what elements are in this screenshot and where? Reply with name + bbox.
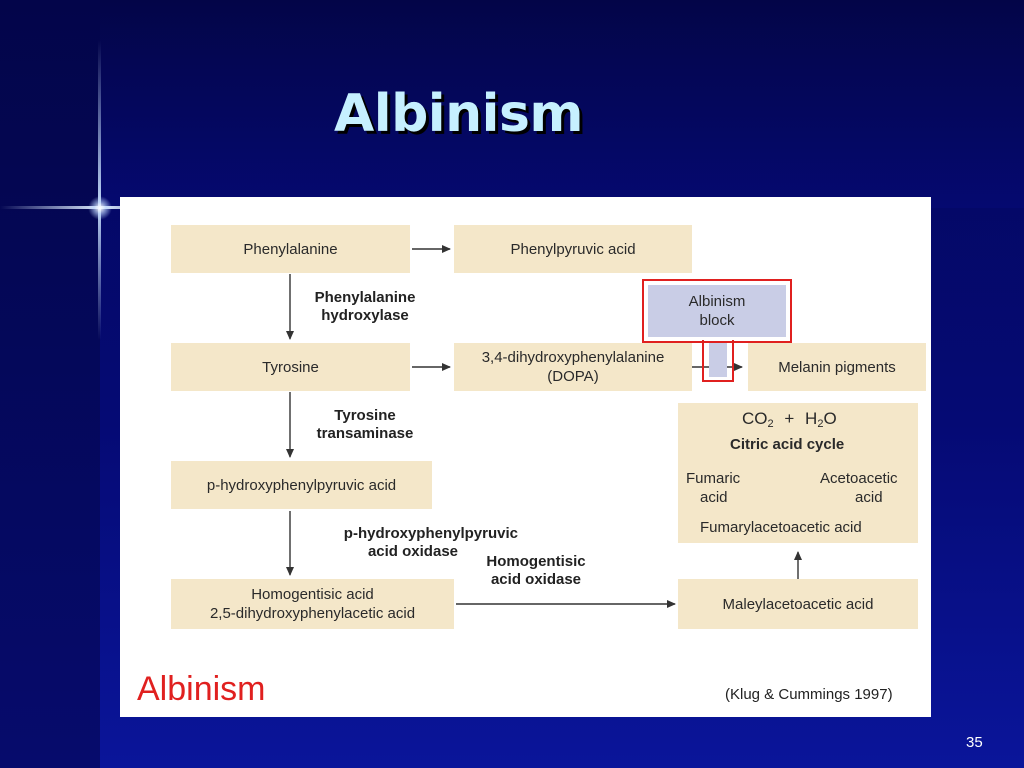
box-phenylpyruvic-acid: Phenylpyruvic acid: [454, 225, 692, 273]
albinism-block: Albinism block: [648, 285, 786, 337]
box-melanin-pigments: Melanin pigments: [748, 343, 926, 391]
box-tyrosine: Tyrosine: [171, 343, 410, 391]
box-citric-acid-cycle: [678, 403, 918, 543]
enzyme-line: p-hydroxyphenylpyruvic: [343, 525, 518, 542]
h2o-suffix: O: [823, 409, 837, 428]
decorative-sparkle-icon: [88, 196, 112, 220]
h2o-text: H: [805, 409, 818, 428]
acetoacetic-line1: Acetoacetic: [820, 470, 898, 487]
fumaric-line1: Fumaric: [686, 470, 741, 487]
enzyme-line: Homogentisic: [486, 553, 586, 570]
enzyme-line: acid oxidase: [367, 543, 458, 560]
albinism-block-stem-mask: [705, 337, 731, 343]
co2-h2o-label: CO2 + H2O: [742, 409, 837, 430]
enzyme-line: transaminase: [316, 425, 414, 442]
fumaric-acid-label: Fumaric acid: [686, 469, 740, 507]
pathway-figure: Phenylalanine Phenylpyruvic acid Phenyla…: [120, 197, 931, 717]
label-maleylacetoacetic-acid: Maleylacetoacetic acid: [722, 595, 874, 613]
enzyme-p-hydroxyphenylpyruvic-acid-oxidase: p-hydroxyphenylpyruvic acid oxidase: [298, 525, 518, 561]
label-p-hydroxyphenylpyruvic-acid: p-hydroxyphenylpyruvic acid: [206, 476, 397, 494]
label-phenylpyruvic-acid: Phenylpyruvic acid: [510, 240, 636, 258]
enzyme-line: Tyrosine: [334, 407, 396, 424]
label-phenylalanine: Phenylalanine: [243, 240, 338, 258]
plus-sign: +: [784, 409, 795, 428]
label-tyrosine: Tyrosine: [262, 358, 319, 376]
label-homogentisic-line1: Homogentisic acid: [251, 586, 374, 603]
fumarylacetoacetic-acid-label: Fumarylacetoacetic acid: [700, 519, 862, 536]
box-p-hydroxyphenylpyruvic-acid: p-hydroxyphenylpyruvic acid: [171, 461, 432, 509]
fumaric-line2: acid: [700, 489, 728, 506]
box-phenylalanine: Phenylalanine: [171, 225, 410, 273]
label-dopa-line2: (DOPA): [547, 368, 599, 385]
co2-text: CO: [742, 409, 768, 428]
figure-credit: (Klug & Cummings 1997): [725, 686, 893, 703]
box-homogentisic-acid: Homogentisic acid 2,5-dihydroxyphenylace…: [171, 579, 454, 629]
enzyme-line: hydroxylase: [321, 307, 409, 324]
slide-background-left: [0, 0, 100, 768]
albinism-block-stem-outline: [702, 340, 734, 382]
enzyme-phenylalanine-hydroxylase: Phenylalanine hydroxylase: [301, 289, 429, 325]
albinism-block-stem: [709, 337, 727, 377]
co2-subscript: 2: [767, 418, 774, 430]
slide-background-top: [0, 0, 1024, 208]
enzyme-homogentisic-acid-oxidase: Homogentisic acid oxidase: [476, 553, 596, 589]
label-homogentisic-line2: 2,5-dihydroxyphenylacetic acid: [209, 605, 416, 622]
slide-number: 35: [966, 734, 983, 751]
enzyme-tyrosine-transaminase: Tyrosine transaminase: [305, 407, 425, 443]
albinism-block-line2: block: [699, 312, 735, 329]
slide-title: Albinism: [334, 84, 584, 144]
decorative-glow-vertical: [98, 40, 101, 340]
label-melanin-pigments: Melanin pigments: [778, 358, 896, 376]
acetoacetic-acid-label: Acetoacetic acid: [820, 469, 898, 507]
albinism-block-line1: Albinism: [688, 293, 746, 310]
h2o-subscript: 2: [817, 418, 824, 430]
enzyme-line: acid oxidase: [490, 571, 582, 588]
label-dopa-line1: 3,4-dihydroxyphenylalanine: [481, 349, 665, 366]
citric-acid-cycle-label: Citric acid cycle: [730, 436, 845, 453]
acetoacetic-line2: acid: [855, 489, 883, 506]
box-maleylacetoacetic-acid: Maleylacetoacetic acid: [678, 579, 918, 629]
box-dopa: 3,4-dihydroxyphenylalanine (DOPA): [454, 343, 692, 391]
figure-title: Albinism: [137, 670, 266, 708]
albinism-block-outline: [642, 279, 792, 343]
enzyme-line: Phenylalanine: [314, 289, 416, 306]
